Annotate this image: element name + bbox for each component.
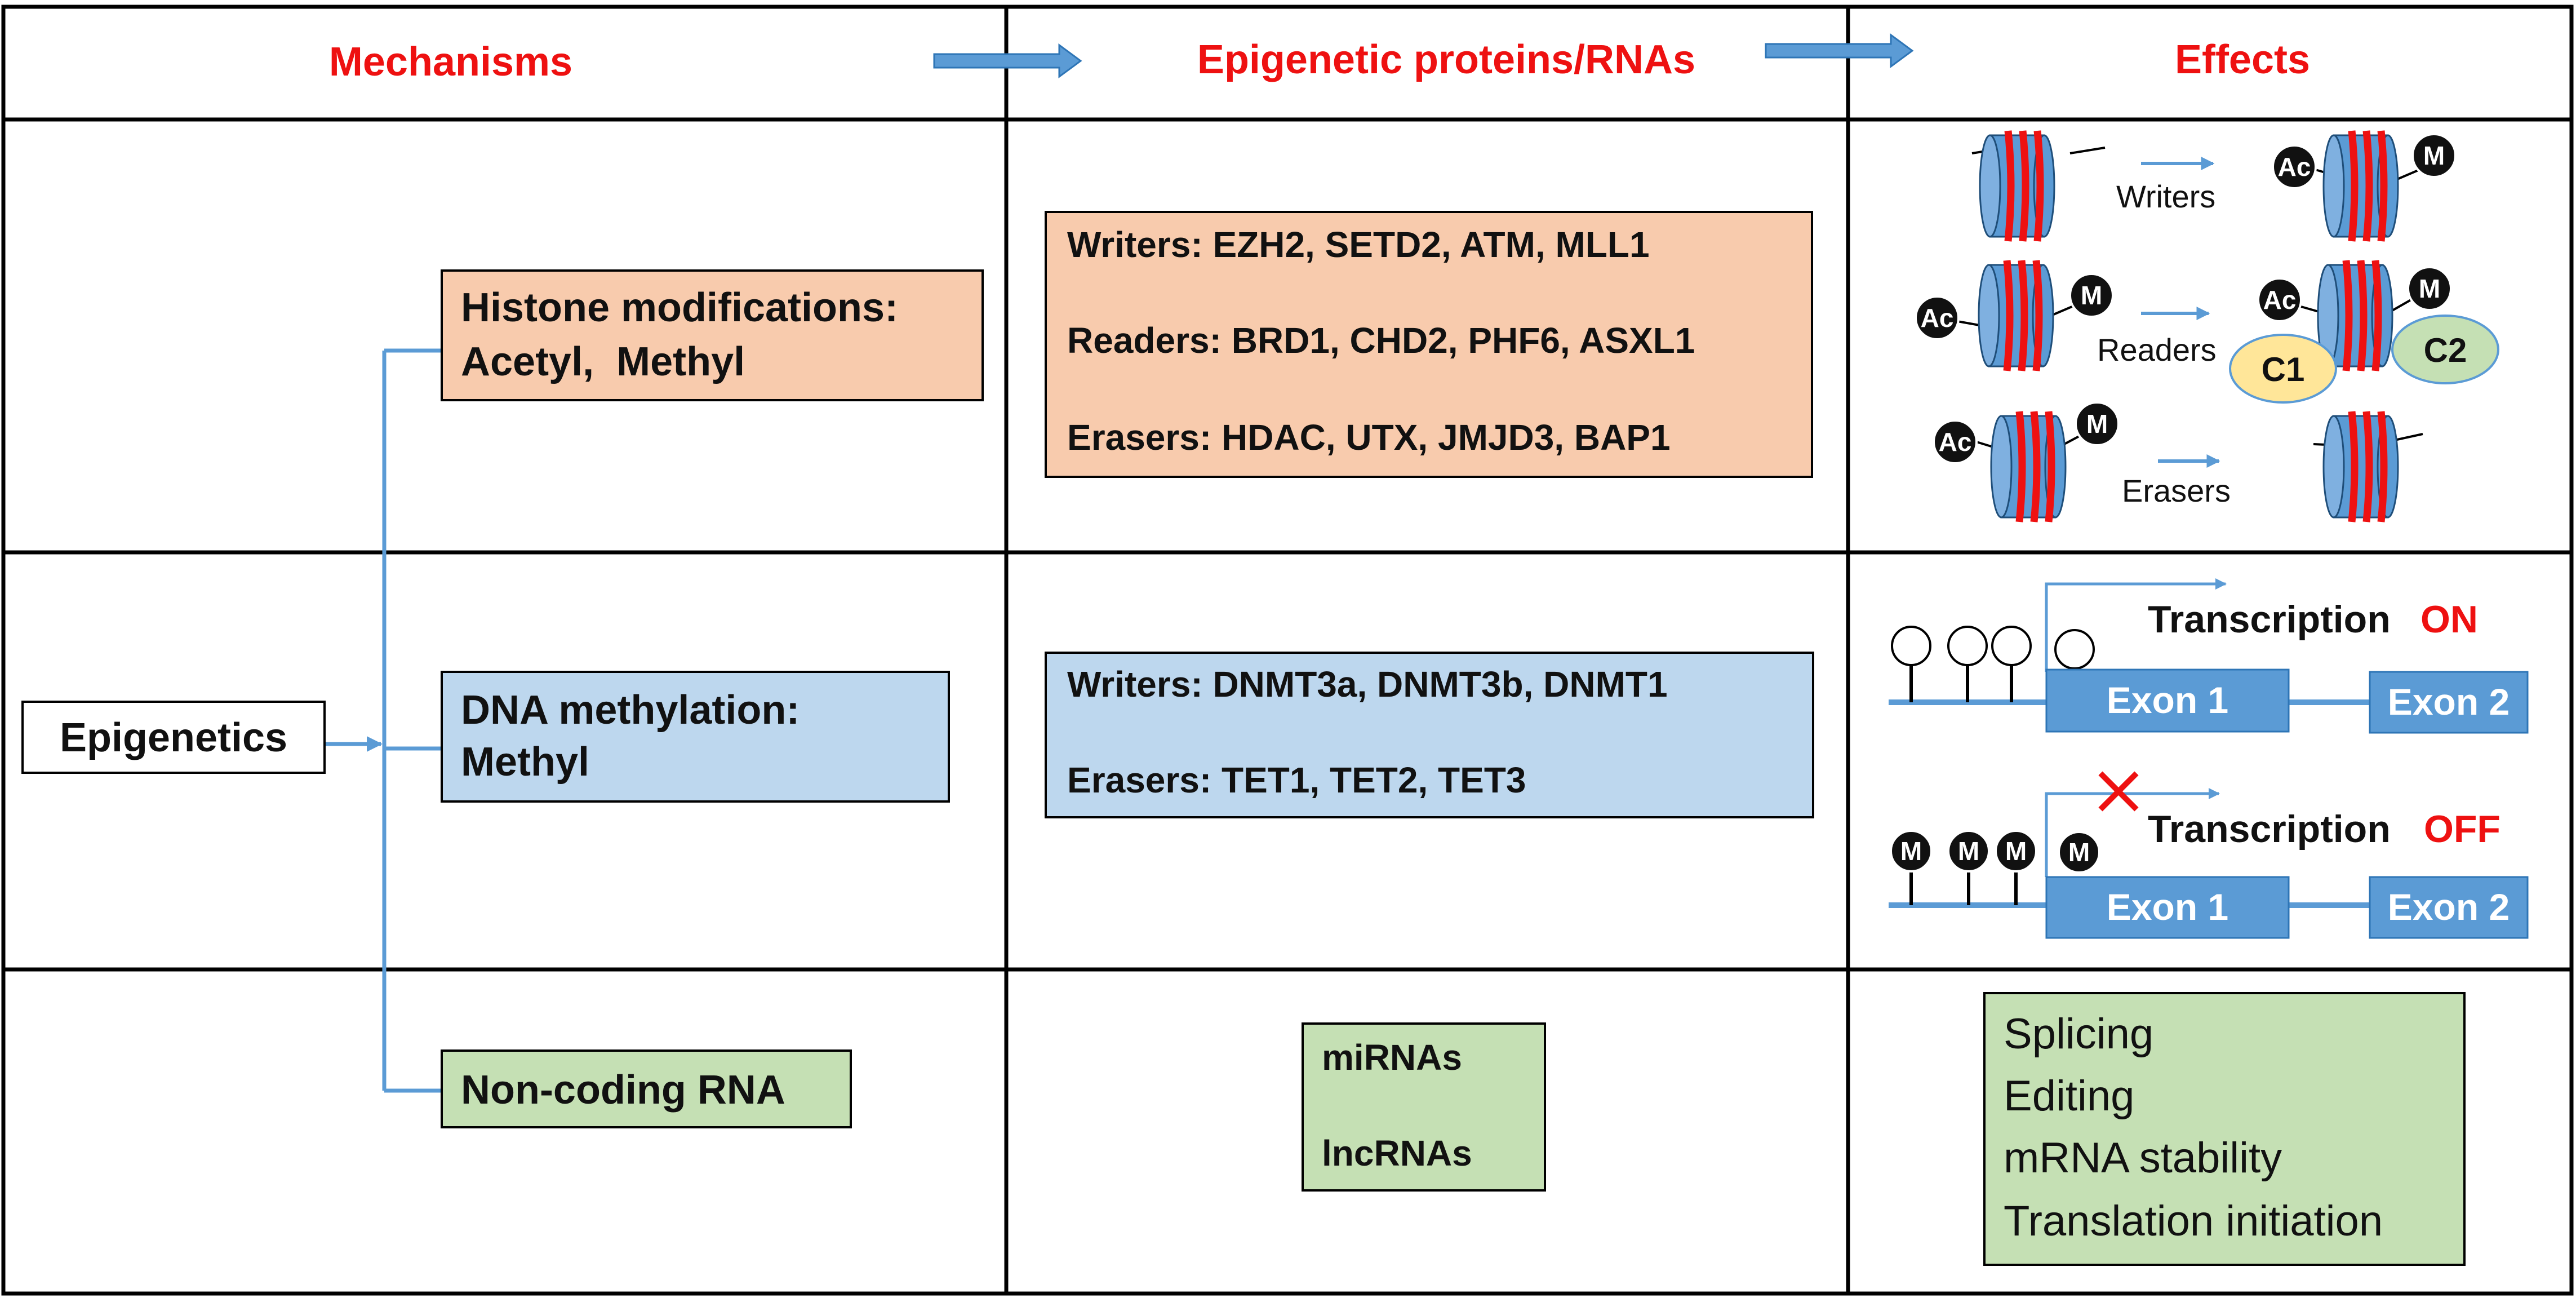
methylated-cpg [2058, 831, 2100, 874]
nucleosome [2324, 131, 2398, 241]
methyl-mark-label: M [2068, 838, 2090, 867]
dna-erasers: Erasers: TET1, TET2, TET3 [1067, 760, 1526, 800]
acetyl-mark-label: Ac [1921, 303, 1954, 333]
exon2-on [2369, 671, 2529, 734]
table-grid [1, 5, 2574, 1296]
histone-effects-panel: Writers Ac M Ac M Readers Ac M C1 C2 A [1915, 131, 2499, 522]
header-arrow-1 [933, 43, 1082, 78]
dna-writers: Writers: DNMT3a, DNMT3b, DNMT1 [1067, 664, 1668, 705]
on-label: ON [2420, 598, 2478, 641]
exon1-on-label: Exon 1 [2107, 679, 2228, 721]
erasers-effect-label: Erasers [2122, 473, 2231, 508]
methyl-mark-label: M [2419, 274, 2440, 303]
unmethylated-cpg [1947, 626, 1988, 666]
acetyl-mark [2257, 277, 2302, 322]
methyl-mark-label: M [2081, 281, 2102, 310]
acetyl-mark [2272, 144, 2317, 189]
acetyl-mark-label: Ac [2263, 285, 2297, 315]
methyl-mark-label: M [2086, 409, 2108, 439]
histone-mechanism-line2: Acetyl, Methyl [461, 339, 745, 384]
acetyl-mark-label: Ac [1939, 427, 1972, 457]
histone-erasers: Erasers: HDAC, UTX, JMJD3, BAP1 [1067, 417, 1671, 458]
transcription-on-label: Transcription [2148, 598, 2391, 641]
methyl-mark-label: M [1958, 836, 1979, 866]
exon1-on [2045, 668, 2290, 733]
acetyl-mark [1933, 419, 1978, 464]
nucleosome [2324, 411, 2398, 522]
histone-mechanism-box [441, 269, 984, 401]
complex-c2 [2391, 315, 2499, 384]
methylated-cpg [1890, 830, 1933, 873]
methyl-mark [2411, 133, 2457, 178]
exon1-off-label: Exon 1 [2107, 886, 2228, 928]
unmethylated-cpg [1991, 626, 2032, 666]
methyl-mark-label: M [1900, 836, 1922, 866]
effect-translation-initiation: Translation initiation [2004, 1197, 2383, 1245]
writers-effect-label: Writers [2116, 179, 2215, 214]
unmethylated-cpg [1891, 626, 1931, 666]
acetyl-mark-label: Ac [2278, 152, 2311, 181]
unmethylated-cpg [2054, 629, 2095, 670]
effect-editing: Editing [2004, 1072, 2134, 1120]
epigenetics-box [21, 701, 326, 774]
transcription-off-label: Transcription [2148, 808, 2391, 851]
effect-mrna-stability: mRNA stability [2004, 1134, 2282, 1182]
nucleosome [1980, 131, 2054, 241]
header-proteins: Epigenetic proteins/RNAs [1197, 37, 1695, 82]
methyl-mark-label: M [2005, 836, 2027, 866]
dna-mechanism-line2: Methyl [461, 739, 589, 785]
ncrna-mechanism-label: Non-coding RNA [461, 1068, 785, 1113]
histone-mechanism-line1: Histone modifications: [461, 285, 898, 330]
complex-c1-label: C1 [2262, 351, 2305, 388]
off-label: OFF [2424, 808, 2501, 851]
methyl-mark [2069, 273, 2114, 318]
methylated-cpg [1947, 830, 1990, 873]
nucleosome [1979, 260, 2053, 371]
lncrnas-label: lncRNAs [1322, 1133, 1472, 1173]
dna-mechanism-box [441, 671, 950, 803]
nucleosome [1991, 411, 2066, 522]
blocked-cross [2098, 771, 2139, 812]
exon2-on-label: Exon 2 [2388, 681, 2510, 723]
exon2-off-label: Exon 2 [2388, 886, 2510, 928]
dna-effects-panel: Exon 1 Exon 2 Transcription ON M M M M E… [1889, 578, 2529, 939]
header-arrow-2 [1765, 33, 1914, 68]
tss-arrow-on [2045, 578, 2227, 672]
ncrna-mechanism-box [441, 1049, 852, 1128]
readers-effect-label: Readers [2097, 332, 2217, 367]
exon2-off [2369, 876, 2529, 939]
dna-mechanism-line1: DNA methylation: [461, 688, 800, 733]
connector-tree [325, 348, 442, 1093]
dna-proteins-box [1045, 652, 1814, 818]
histone-writers: Writers: EZH2, SETD2, ATM, MLL1 [1067, 224, 1650, 265]
methyl-mark-label: M [2423, 141, 2445, 170]
methyl-mark [2407, 266, 2452, 311]
header-mechanisms: Mechanisms [329, 39, 572, 85]
methyl-mark [2075, 401, 2120, 446]
complex-c1 [2229, 334, 2337, 404]
acetyl-mark [1915, 295, 1960, 340]
header-effects: Effects [2175, 37, 2310, 82]
ncrna-effects-box [1983, 992, 2466, 1266]
complex-c2-label: C2 [2424, 331, 2467, 369]
effect-splicing: Splicing [2004, 1010, 2153, 1058]
tss-arrow-off [2045, 788, 2220, 877]
histone-readers: Readers: BRD1, CHD2, PHF6, ASXL1 [1067, 320, 1695, 361]
histone-proteins-box [1045, 211, 1813, 478]
methylated-cpg [1995, 830, 2037, 873]
ncrna-proteins-box [1302, 1022, 1546, 1192]
epigenetics-label: Epigenetics [60, 715, 287, 760]
mirnas-label: miRNAs [1322, 1037, 1462, 1078]
exon1-off [2045, 876, 2290, 939]
